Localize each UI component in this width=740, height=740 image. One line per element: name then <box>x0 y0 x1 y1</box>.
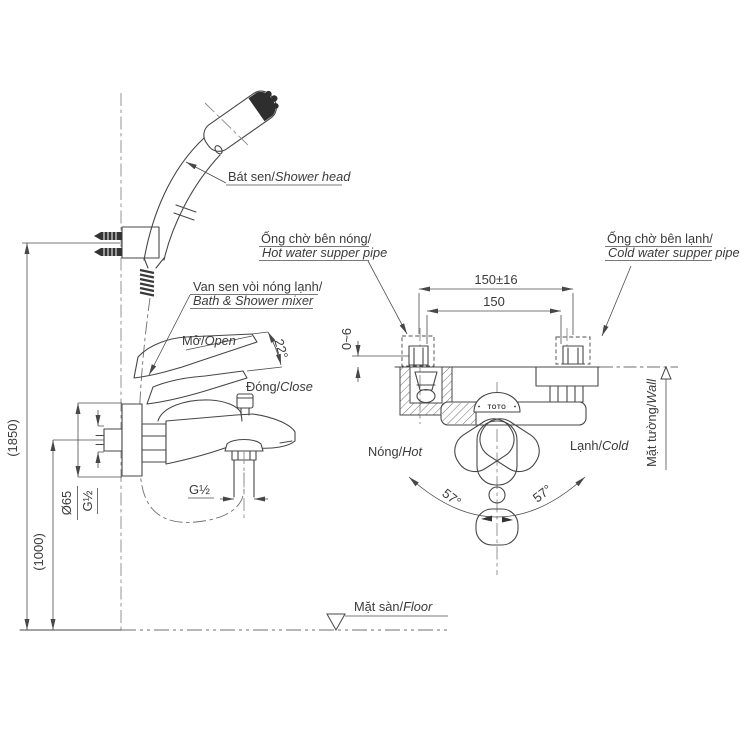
outlet-flange <box>224 438 264 452</box>
hose-connector <box>143 257 165 269</box>
label-cold-pipe-en: Cold water supper pipe <box>608 245 740 260</box>
shower-head-leader <box>185 161 227 184</box>
hot-supply-assembly <box>399 335 453 416</box>
label-open: Mở/Open <box>182 333 236 348</box>
label-cold: Lạnh/Cold <box>570 438 629 453</box>
cartridge-dome <box>157 399 243 422</box>
hot-pipe-leader <box>367 260 408 335</box>
open-angle-arc <box>267 331 282 366</box>
head-cross-centerline <box>204 102 251 148</box>
label-shower-head-en: Shower head <box>275 169 351 184</box>
cold-pipe-leader <box>601 265 632 337</box>
cold-flange <box>535 366 599 387</box>
handle-closed-position <box>146 370 248 405</box>
label-mixer-vi: Van sen vòi nóng lạnh/ <box>193 279 323 294</box>
label-mixer-en: Bath & Shower mixer <box>193 293 314 308</box>
label-close-en: Close <box>280 379 313 394</box>
label-cold-pipe-vi: Ống chờ bên lạnh/ <box>607 231 713 246</box>
hook-hole <box>214 145 223 155</box>
hot-pipe-dashed <box>401 335 435 367</box>
hot-eccentric <box>414 371 438 391</box>
spray-face <box>248 91 276 122</box>
bar-section-hatch <box>442 403 476 424</box>
label-close: Đóng/Close <box>246 379 313 394</box>
mixer-body-spout <box>165 413 296 465</box>
label-open-vi: Mở/ <box>182 333 205 348</box>
mixer-side-view <box>53 331 296 520</box>
shower-hose-path <box>138 297 245 523</box>
label-hot-pipe-vi: Ống chờ bên nóng/ <box>261 231 372 246</box>
front-view: TOTO <box>352 260 678 575</box>
label-shower-head: Bát sen/Shower head <box>228 169 351 184</box>
side-view-dimensions <box>22 242 268 630</box>
dim-22deg: 22° <box>271 337 291 360</box>
wall-datum <box>660 365 672 470</box>
handle-left-57 <box>454 418 515 473</box>
text-labels: Bát sen/Shower head Ống chờ bên nóng/ Ho… <box>182 169 740 614</box>
label-close-vi: Đóng/ <box>246 379 281 394</box>
side-view <box>19 90 448 632</box>
label-cold-en: Cold <box>602 438 629 453</box>
escutcheon-plate <box>121 403 143 477</box>
dim-0-6: 0~6 <box>339 328 354 350</box>
handle-hole <box>488 486 506 504</box>
dim-g12-wall: G½ <box>80 490 95 511</box>
front-view-dimensions <box>352 286 574 382</box>
wall-supply-stub <box>103 428 123 452</box>
dim-o65: Ø65 <box>59 491 74 516</box>
handle-inner-edge <box>163 154 221 261</box>
bracket-screw-top <box>94 232 122 240</box>
wall-datum-arrow <box>660 365 672 380</box>
open-pointer-line <box>185 335 253 351</box>
spout-lip <box>279 440 293 444</box>
cold-pipe-stub <box>562 345 584 365</box>
label-hot: Nóng/Hot <box>368 444 423 459</box>
cap-dome <box>473 391 521 413</box>
label-floor-en: Floor <box>403 599 433 614</box>
outlet-pipe <box>233 459 255 498</box>
handle-right-57 <box>479 418 540 473</box>
mixer-leader <box>148 294 191 376</box>
dim-g12-outlet: G½ <box>189 482 210 497</box>
label-shower-head-vi: Bát sen/ <box>228 169 275 184</box>
label-wall-vi: Mặt tường/ <box>644 403 659 467</box>
bracket-screw-bottom <box>94 248 122 256</box>
label-open-en: Open <box>205 333 236 348</box>
shower-head-assembly <box>94 90 279 297</box>
cold-supply-assembly <box>535 336 599 403</box>
floor-datum-triangle <box>326 613 346 632</box>
hot-pipe-stub <box>408 345 429 366</box>
brand-logo: TOTO <box>488 405 507 411</box>
cold-pipe-dashed <box>555 336 591 365</box>
label-hot-pipe-en: Hot water supper pipe <box>262 245 387 260</box>
handle-outer-edge <box>143 137 205 261</box>
dim-1000: (1000) <box>31 533 46 571</box>
label-floor: Mặt sàn/Floor <box>354 599 433 614</box>
label-cold-vi: Lạnh/ <box>570 438 602 453</box>
handle-ferrule <box>173 204 197 221</box>
dim-150-16: 150±16 <box>474 272 517 287</box>
shower-head <box>203 90 279 155</box>
wall-bracket <box>121 226 160 259</box>
handle-grip <box>475 508 519 546</box>
floor-datum <box>19 613 448 632</box>
dim-150: 150 <box>483 294 505 309</box>
label-hot-en: Hot <box>402 444 422 459</box>
hose-coil <box>139 268 155 297</box>
label-wall-en: Wall <box>644 378 659 404</box>
handle-swing-arc <box>408 476 586 518</box>
label-floor-vi: Mặt sàn/ <box>354 599 404 614</box>
diverter-knob <box>236 393 254 409</box>
hex-nut <box>141 423 167 463</box>
dim-1850: (1850) <box>5 419 20 457</box>
label-hot-vi: Nóng/ <box>368 444 403 459</box>
label-wall: Mặt tường/Wall <box>644 378 659 467</box>
